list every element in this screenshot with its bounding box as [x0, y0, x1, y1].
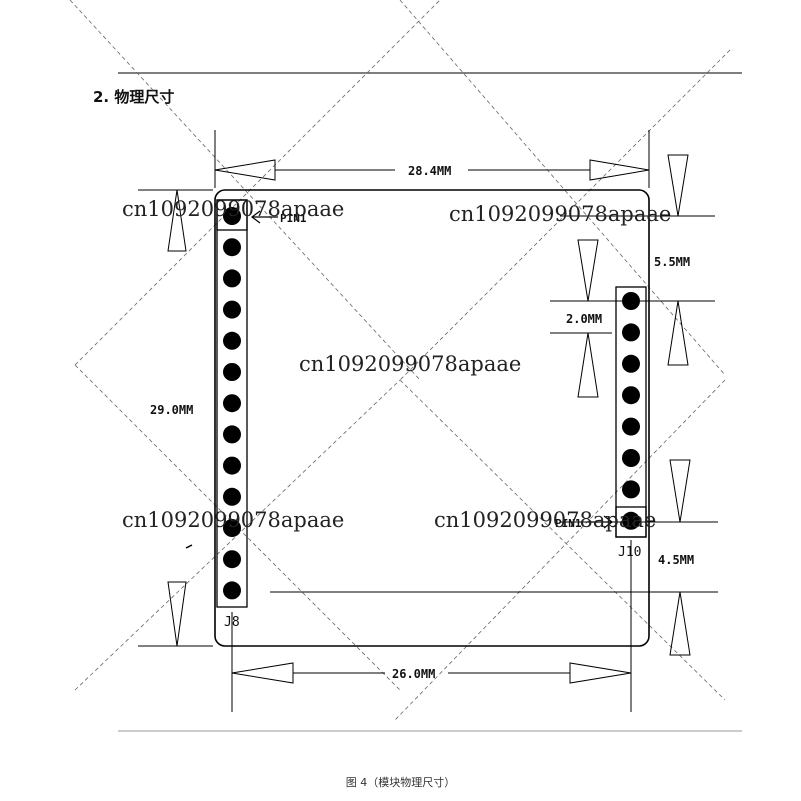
- j8-pin1-label: PIN1: [280, 212, 307, 225]
- j8-pin: [223, 269, 241, 288]
- j10-pin: [622, 323, 640, 342]
- j8-pin: [223, 300, 241, 319]
- dim-spacing-arrows: [231, 662, 632, 684]
- dim-height-arrows: [167, 189, 187, 647]
- j8-pin: [223, 363, 241, 381]
- j8-pin: [223, 487, 241, 506]
- dim-pin-offset-label: 2.0MM: [566, 312, 602, 326]
- dim-width-label: 28.4MM: [408, 164, 451, 178]
- j8-pin: [223, 207, 241, 225]
- module-board-outline: [214, 189, 650, 647]
- j8-pin: [223, 331, 241, 350]
- small-tick-mark: [185, 544, 193, 549]
- dim-right-arrows: [577, 154, 691, 656]
- j8-pin: [223, 456, 241, 475]
- j10-pin1-label: PIN1: [555, 517, 582, 530]
- j8-pin: [223, 581, 241, 600]
- j8-pin: [223, 550, 241, 569]
- watermark-text: cn1092099078apaae: [122, 197, 345, 221]
- j10-pin: [622, 354, 640, 373]
- dim-bottom-offset-label: 4.5MM: [658, 553, 694, 567]
- figure-caption: 图 4（模块物理尺寸）: [345, 776, 456, 789]
- j10-pin: [622, 417, 640, 436]
- dim-width-arrows: [214, 159, 650, 181]
- section-heading: 2. 物理尺寸: [93, 88, 175, 106]
- j10-pins: [622, 292, 640, 530]
- dim-top-offset-label: 5.5MM: [654, 255, 690, 269]
- watermark-text: cn1092099078apaae: [299, 352, 522, 376]
- j10-pin: [622, 386, 640, 405]
- j10-pin: [622, 480, 640, 499]
- dim-height-label: 29.0MM: [150, 403, 193, 417]
- watermark-text: cn1092099078apaae: [449, 202, 672, 226]
- j10-pin: [622, 511, 640, 530]
- j10-label: J10: [618, 545, 641, 560]
- j8-pins: [223, 207, 241, 600]
- extension-lines: [138, 130, 718, 712]
- j8-pin: [223, 394, 241, 413]
- dim-spacing-label: 26.0MM: [392, 667, 435, 681]
- pin1-left-arrow: [251, 210, 278, 224]
- j8-pin: [223, 425, 241, 444]
- j8-pin1-box: [216, 199, 248, 231]
- watermark-text: cn1092099078apaae: [434, 508, 657, 532]
- j8-pin: [223, 238, 241, 257]
- watermark-text: cn1092099078apaae: [122, 508, 345, 532]
- j8-label: J8: [224, 615, 240, 630]
- j8-pin: [223, 519, 241, 537]
- j10-pin: [622, 449, 640, 467]
